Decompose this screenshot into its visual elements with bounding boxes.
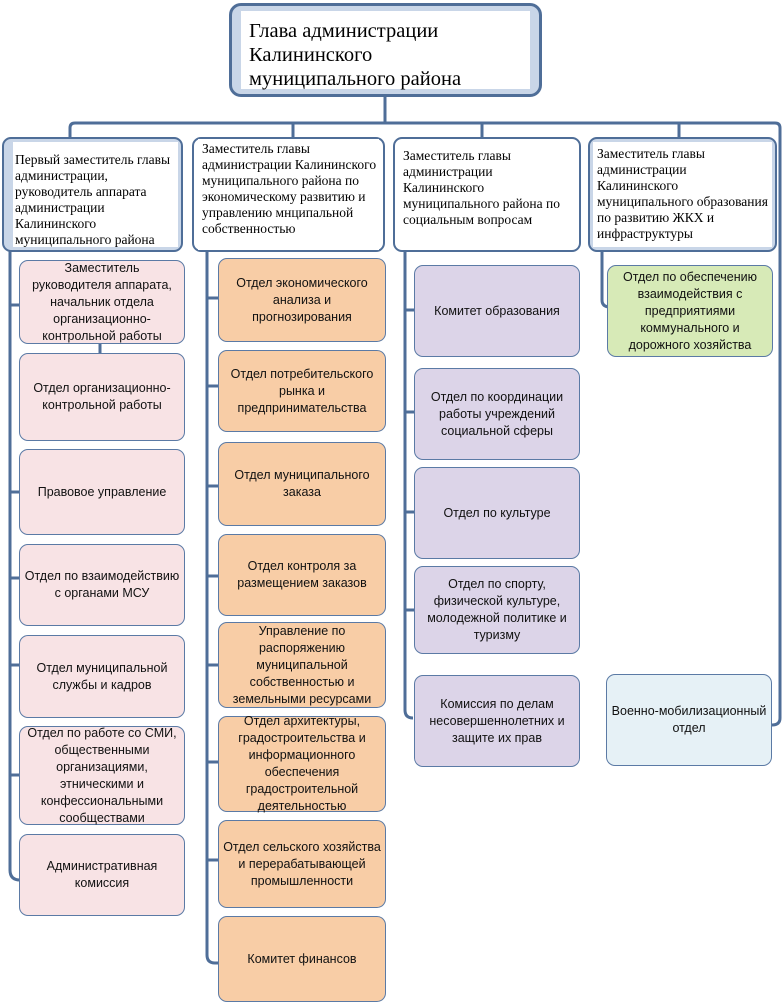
unit-3-2[interactable]: Отдел по координации работы учреждений с… xyxy=(414,368,580,460)
deputy-box-3[interactable]: Заместитель главы администрации Калининс… xyxy=(393,137,581,252)
unit-1-7[interactable]: Административная комиссия xyxy=(19,834,185,916)
deputy-box-1[interactable]: Первый заместитель главы администрации, … xyxy=(2,137,183,252)
unit-label: Заместитель руководителя аппарата, начал… xyxy=(32,260,172,343)
unit-1-4[interactable]: Отдел по взаимодействию с органами МСУ xyxy=(19,544,185,626)
unit-2-2[interactable]: Отдел потребительского рынка и предприни… xyxy=(218,350,386,432)
branch3-trunk xyxy=(403,250,414,720)
unit-1-5[interactable]: Отдел муниципальной службы и кадров xyxy=(19,635,185,718)
unit-label: Отдел муниципального заказа xyxy=(234,468,370,499)
unit-label: Комитет образования xyxy=(434,303,560,318)
unit-label: Отдел организационно-контрольной работы xyxy=(33,381,171,412)
branch2-trunk xyxy=(205,250,220,965)
standalone-unit[interactable]: Военно-мобилизационный отдел xyxy=(606,674,772,766)
unit-label: Отдел потребительского рынка и предприни… xyxy=(230,366,374,415)
unit-label: Отдел по спорту, физической культуре, мо… xyxy=(427,577,567,642)
deputy-box-4[interactable]: Заместитель главы администрации Калининс… xyxy=(588,137,777,252)
unit-label: Правовое управление xyxy=(37,484,167,499)
unit-label: Отдел муниципальной службы и кадров xyxy=(36,660,168,692)
standalone-connector xyxy=(771,140,782,727)
unit-2-6[interactable]: Отдел архитектуры, градостроительства и … xyxy=(218,714,386,813)
deputy-box-2[interactable]: Заместитель главы администрации Калининс… xyxy=(192,137,385,252)
unit-2-1[interactable]: Отдел экономического анализа и прогнозир… xyxy=(218,258,386,342)
unit-2-7[interactable]: Отдел сельского хозяйства и перерабатыва… xyxy=(218,820,386,908)
unit-2-8[interactable]: Комитет финансов xyxy=(218,916,386,1002)
head-label: Глава администрации Калининского муницип… xyxy=(241,11,530,90)
unit-label: Отдел контроля за размещением заказов xyxy=(237,559,367,590)
unit-label: Отдел по культуре xyxy=(443,505,551,520)
unit-label: Комитет финансов xyxy=(247,951,357,966)
head-box[interactable]: Глава администрации Калининского муницип… xyxy=(229,3,542,97)
unit-3-4[interactable]: Отдел по спорту, физической культуре, мо… xyxy=(414,566,580,654)
unit-3-5[interactable]: Комиссия по делам несовершеннолетних и з… xyxy=(414,675,580,767)
unit-3-1[interactable]: Комитет образования xyxy=(414,265,580,357)
deputy-label-4: Заместитель главы администрации Калининс… xyxy=(593,142,772,247)
unit-label: Отдел экономического анализа и прогнозир… xyxy=(236,275,368,324)
deputy-label-3: Заместитель главы администрации Калининс… xyxy=(399,141,575,248)
unit-label: Отдел архитектуры, градостроительства и … xyxy=(238,714,366,813)
unit-label: Военно-мобилизационный отдел xyxy=(611,704,767,735)
unit-2-3[interactable]: Отдел муниципального заказа xyxy=(218,442,386,526)
deputy-label-1: Первый заместитель главы администрации, … xyxy=(13,142,178,247)
unit-label: Отдел по взаимодействию с органами МСУ xyxy=(24,569,180,600)
unit-1-6[interactable]: Отдел по работе со СМИ, общественными ор… xyxy=(19,726,185,825)
unit-1-3[interactable]: Правовое управление xyxy=(19,449,185,535)
unit-label: Отдел сельского хозяйства и перерабатыва… xyxy=(223,839,381,888)
unit-1-1[interactable]: Заместитель руководителя аппарата, начал… xyxy=(19,260,185,344)
unit-2-4[interactable]: Отдел контроля за размещением заказов xyxy=(218,534,386,616)
deputy-label-2: Заместитель главы администрации Калининс… xyxy=(198,139,379,250)
unit-label: Комиссия по делам несовершеннолетних и з… xyxy=(429,696,565,745)
unit-label: Отдел по обеспечению взаимодействия с пр… xyxy=(622,269,758,352)
branch1-trunk xyxy=(8,250,21,882)
unit-3-3[interactable]: Отдел по культуре xyxy=(414,467,580,559)
unit-label: Управление по распоряжению муниципальной… xyxy=(232,623,372,706)
unit-label: Административная комиссия xyxy=(46,859,158,890)
unit-1-2[interactable]: Отдел организационно-контрольной работы xyxy=(19,353,185,441)
unit-label: Отдел по работе со СМИ, общественными ор… xyxy=(27,725,177,825)
unit-label: Отдел по координации работы учреждений с… xyxy=(430,389,564,438)
unit-2-5[interactable]: Управление по распоряжению муниципальной… xyxy=(218,622,386,708)
deputy-bus xyxy=(68,121,782,140)
unit-4-1[interactable]: Отдел по обеспечению взаимодействия с пр… xyxy=(607,265,773,357)
